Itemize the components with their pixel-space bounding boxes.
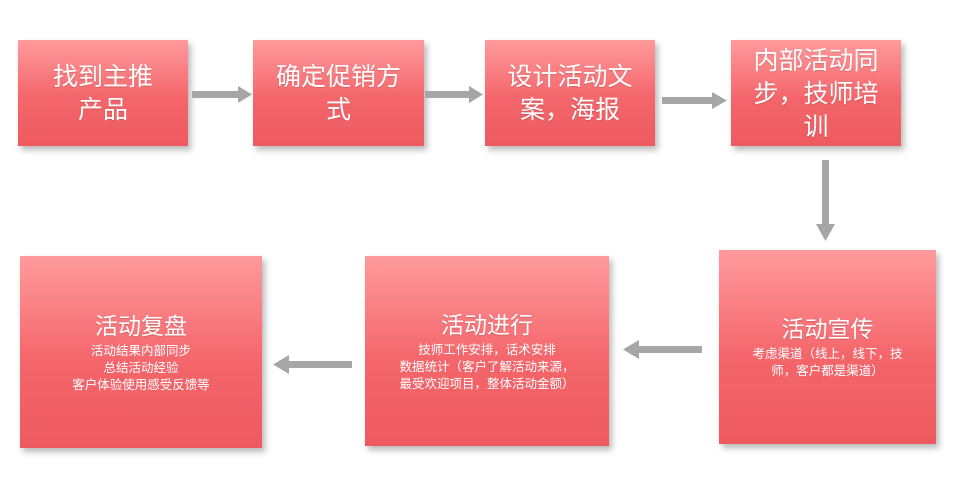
arrow-right-1	[192, 86, 252, 103]
step-3-box: 设计活动文 案，海报	[485, 40, 655, 146]
step-6-title: 活动进行	[441, 312, 533, 339]
step-2-box: 确定促销方 式	[253, 40, 424, 146]
step-5-title: 活动宣传	[781, 317, 874, 343]
step-5-desc: 考虑渠道（线上，线下，技 师，客户都是渠道）	[752, 346, 903, 378]
step-4-label: 内部活动同 步，技师培 训	[753, 45, 879, 141]
step-7-box: 活动复盘 活动结果内部同步 总结活动经验 客户体验使用感受反馈等	[20, 256, 262, 448]
arrow-down-1	[816, 160, 835, 241]
step-2-label: 确定促销方 式	[275, 62, 401, 124]
step-3-label: 设计活动文 案，海报	[507, 62, 633, 124]
step-4-box: 内部活动同 步，技师培 训	[731, 40, 901, 146]
step-6-box: 活动进行 技师工作安排，话术安排 数据统计（客户了解活动来源， 最受欢迎项目，整…	[365, 256, 609, 446]
step-1-label: 找到主推 产品	[52, 62, 153, 124]
arrow-right-2	[425, 86, 483, 103]
step-6-desc: 技师工作安排，话术安排 数据统计（客户了解活动来源， 最受欢迎项目，整体活动金额…	[399, 341, 575, 391]
step-1-box: 找到主推 产品	[18, 40, 188, 146]
step-5-box: 活动宣传 考虑渠道（线上，线下，技 师，客户都是渠道）	[719, 250, 936, 444]
step-7-desc: 活动结果内部同步 总结活动经验 客户体验使用感受反馈等	[72, 342, 210, 392]
arrow-right-3	[662, 92, 727, 109]
step-7-title: 活动复盘	[95, 313, 187, 340]
arrow-left-2	[273, 355, 352, 374]
arrow-left-1	[623, 340, 702, 359]
